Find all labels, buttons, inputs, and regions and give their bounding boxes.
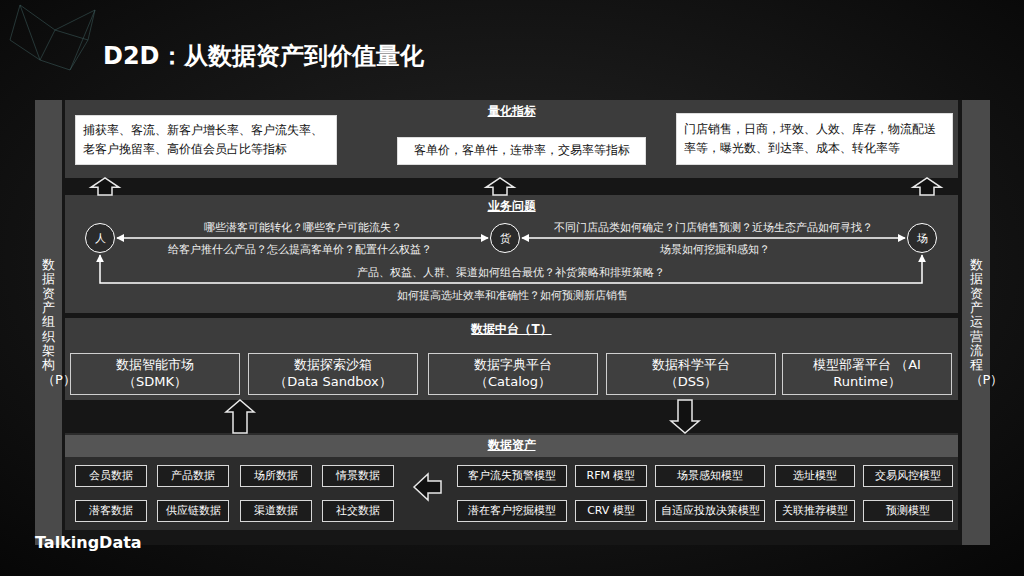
- edge-label: 产品、权益、人群、渠道如何组合最优？补货策略和排班策略？: [357, 266, 665, 280]
- node-text: 客户流失预警模型: [468, 469, 556, 483]
- side-band: 数据资产组织架构（P）: [35, 100, 62, 545]
- block-arrow: [91, 178, 119, 195]
- metric-box: 捕获率、客流、新客户增长率、客户流失率、老客户挽留率、高价值会员占比等指标: [75, 115, 337, 165]
- section-panel: 数据中台（T） 数据智能市场 （SDMK） 数据探索沙箱 （Data Sandbox…: [65, 318, 958, 400]
- connector: [117, 237, 488, 239]
- data-box: 场所数据: [240, 465, 312, 487]
- node-text: 会员数据: [89, 469, 133, 483]
- node-text: 潜在客户挖掘模型: [468, 504, 556, 518]
- data-box: 渠道数据: [240, 500, 312, 522]
- platform-box: 数据科学平台 （DSS）: [606, 353, 776, 395]
- block-arrow: [671, 400, 699, 433]
- model-box: CRV 模型: [575, 500, 647, 522]
- node-text: 渠道数据: [254, 504, 298, 518]
- block-arrow: [486, 178, 514, 195]
- node-text: 货: [500, 231, 511, 246]
- data-box: 会员数据: [75, 465, 147, 487]
- edge-label: 不同门店品类如何确定？门店销售预测？近场生态产品如何寻找？: [554, 221, 873, 235]
- node-text: 量化指标: [488, 104, 536, 119]
- node-text: 数据资产运营流程（P）: [970, 258, 983, 387]
- side-band: 数据资产运营流程（P）: [962, 100, 990, 545]
- node-text: 场: [917, 231, 928, 246]
- node-text: 数据智能市场 （SDMK）: [96, 357, 214, 391]
- block-arrow: [414, 474, 441, 500]
- node-text: 数据资产: [488, 438, 536, 453]
- edge-label: 哪些潜客可能转化？哪些客户可能流失？: [204, 221, 402, 235]
- metric-box: 门店销售，日商，坪效、人效、库存，物流配送率等，曝光数、到达率、成本、转化率等: [676, 113, 953, 165]
- entity-circle: 场: [907, 223, 937, 253]
- node-text: 产品数据: [171, 469, 215, 483]
- model-box: 关联推荐模型: [775, 500, 855, 522]
- question-text: 场景如何挖掘和感知？: [660, 243, 770, 257]
- data-box: 情景数据: [322, 465, 394, 487]
- panel-header-bar: [65, 435, 958, 457]
- node-text: 数据中台（T）: [471, 322, 551, 337]
- model-box: 场景感知模型: [655, 465, 765, 487]
- node-text: 数据字典平台 （Catalog）: [454, 357, 572, 391]
- backdrop: [62, 100, 962, 545]
- node-text: 数据资产组织架构（P）: [42, 258, 55, 387]
- node-text: 捕获率、客流、新客户增长率、客户流失率、老客户挽留率、高价值会员占比等指标: [83, 121, 329, 159]
- node-text: CRV 模型: [587, 504, 635, 518]
- node-text: 场所数据: [254, 469, 298, 483]
- platform-box: 数据智能市场 （SDMK）: [70, 353, 240, 395]
- slide-title: D2D：从数据资产到价值量化: [103, 40, 424, 72]
- node-text: 自适应投放决策模型: [661, 504, 760, 518]
- section-panel: 数据资产会员数据 产品数据 场所数据 情景数据潜客数据 供应链数据 渠道数据 社交数据 客户流…: [65, 433, 958, 530]
- section-panel: 量化指标捕获率、客流、新客户增长率、客户流失率、老客户挽留率、高价值会员占比等指…: [65, 100, 958, 178]
- data-box: 供应链数据: [157, 500, 229, 522]
- node-text: 关联推荐模型: [782, 504, 848, 518]
- question-text: 给客户推什么产品？怎么提高客单价？配置什么权益？: [168, 243, 432, 257]
- model-box: RFM 模型: [575, 465, 647, 487]
- data-box: 产品数据: [157, 465, 229, 487]
- data-box: 潜客数据: [75, 500, 147, 522]
- model-box: 选址模型: [775, 465, 855, 487]
- question-text: 如何提高选址效率和准确性？如何预测新店销售: [397, 289, 628, 303]
- node-text: 客单价，客单件，连带率，交易率等指标: [414, 141, 630, 160]
- panel-fill: [65, 318, 958, 400]
- block-arrow: [226, 400, 254, 433]
- node-text: 数据科学平台 （DSS）: [632, 357, 750, 391]
- connector: [100, 255, 922, 283]
- node-text: 潜客数据: [89, 504, 133, 518]
- node-text: 业务问题: [488, 199, 536, 214]
- panel-fill: [65, 433, 958, 530]
- entity-circle: 人: [85, 223, 115, 253]
- model-box: 交易风控模型: [863, 465, 953, 487]
- model-box: 预测模型: [863, 500, 953, 522]
- node-text: 交易风控模型: [875, 469, 941, 483]
- data-box: 社交数据: [322, 500, 394, 522]
- brand-logo: TalkingData: [35, 534, 142, 552]
- node-text: 情景数据: [336, 469, 380, 483]
- model-box: 潜在客户挖掘模型: [457, 500, 567, 522]
- wireframe-ornament: [10, 5, 95, 70]
- metric-box: 客单价，客单件，连带率，交易率等指标: [397, 137, 646, 165]
- node-text: 模型部署平台 （AI Runtime）: [808, 357, 926, 391]
- node-text: 社交数据: [336, 504, 380, 518]
- node-text: 选址模型: [793, 469, 837, 483]
- node-text: 门店销售，日商，坪效、人效、库存，物流配送率等，曝光数、到达率、成本、转化率等: [684, 120, 945, 158]
- platform-box: 数据探索沙箱 （Data Sandbox）: [248, 353, 418, 395]
- node-text: RFM 模型: [587, 469, 636, 483]
- platform-box: 模型部署平台 （AI Runtime）: [782, 353, 952, 395]
- node-text: 人: [95, 231, 106, 246]
- node-text: 数据探索沙箱 （Data Sandbox）: [274, 357, 392, 391]
- platform-box: 数据字典平台 （Catalog）: [428, 353, 598, 395]
- panel-fill: [65, 100, 958, 178]
- model-box: 自适应投放决策模型: [655, 500, 765, 522]
- model-box: 客户流失预警模型: [457, 465, 567, 487]
- node-text: 供应链数据: [166, 504, 221, 518]
- entity-circle: 货: [490, 223, 520, 253]
- node-text: 预测模型: [886, 504, 930, 518]
- node-text: 场景感知模型: [677, 469, 743, 483]
- connector: [522, 237, 905, 239]
- block-arrow: [913, 178, 941, 195]
- panel-fill: [65, 195, 958, 313]
